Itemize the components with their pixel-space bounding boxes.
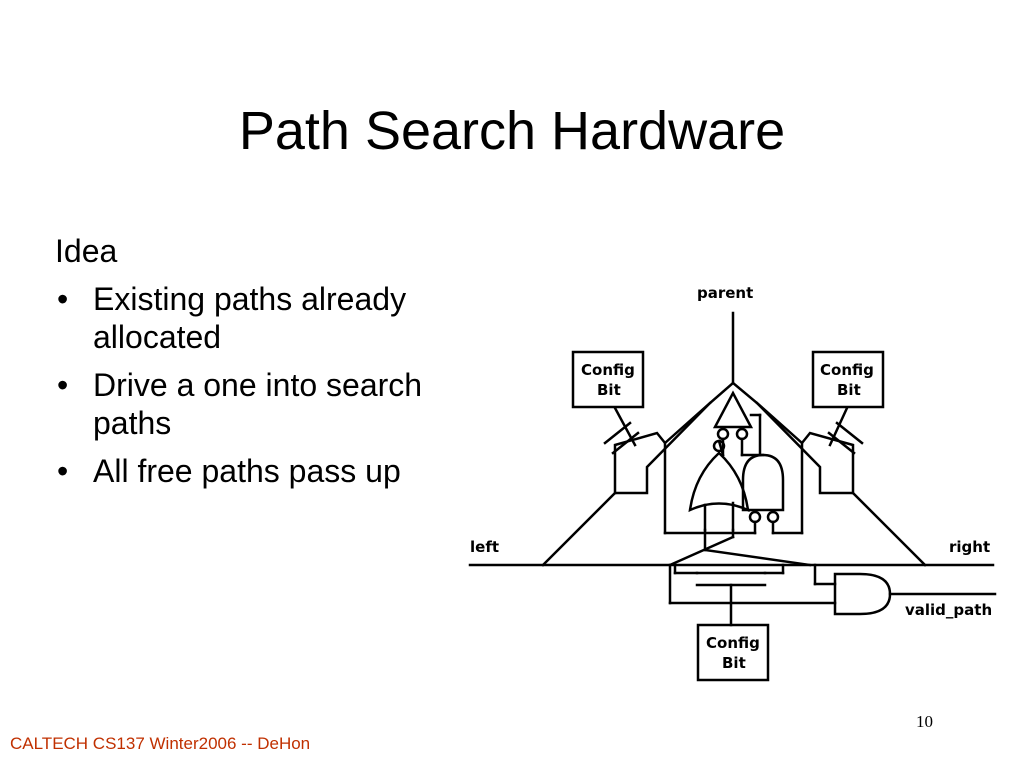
config-bit-label: Config xyxy=(706,634,760,652)
label-parent: parent xyxy=(697,284,753,302)
idea-heading: Idea xyxy=(55,233,118,269)
path-search-circuit-diagram: parent left right valid_path Config Bit … xyxy=(468,284,997,682)
bullet-text: Drive a one into search paths xyxy=(93,367,423,441)
bullet-item: • Drive a one into search paths xyxy=(55,366,455,442)
or-gate xyxy=(688,451,750,513)
config-bit-label: Config xyxy=(820,361,874,379)
bullet-item: • Existing paths already allocated xyxy=(55,280,455,356)
bullet-text: All free paths pass up xyxy=(93,453,401,489)
and-gate xyxy=(833,572,892,616)
bullet-list: • Existing paths already allocated • Dri… xyxy=(55,280,455,490)
config-bit-label: Bit xyxy=(597,381,621,399)
bullet-item: • All free paths pass up xyxy=(55,452,455,490)
config-bit-label: Bit xyxy=(722,654,746,672)
right-path-wire xyxy=(731,381,927,567)
bullet-dot-icon: • xyxy=(57,281,69,317)
switch-mark xyxy=(835,421,864,445)
inner-left-wire xyxy=(613,401,712,495)
nand-gate xyxy=(741,453,785,512)
config-right-link xyxy=(828,406,849,447)
inner-right-wire xyxy=(755,401,855,495)
left-path-wire xyxy=(541,381,735,567)
tristate-buffer xyxy=(712,390,754,429)
bullet-dot-icon: • xyxy=(57,367,69,403)
bullet-dot-icon: • xyxy=(57,453,69,489)
switch-mark xyxy=(827,431,856,455)
slide-title: Path Search Hardware xyxy=(238,101,786,161)
switch-mark xyxy=(611,431,640,455)
label-valid-path: valid_path xyxy=(905,601,992,619)
config-bit-box-top-right xyxy=(811,350,885,409)
config-bit-box-top-left xyxy=(571,350,645,409)
switch-mark xyxy=(603,421,632,445)
label-right: right xyxy=(949,538,990,556)
label-left: left xyxy=(470,538,499,556)
page-number: 10 xyxy=(916,712,933,731)
bullet-text: Existing paths already allocated xyxy=(93,281,407,355)
footer-credit: CALTECH CS137 Winter2006 -- DeHon xyxy=(10,734,311,753)
config-bit-box-bottom xyxy=(696,623,770,682)
config-bit-label: Config xyxy=(581,361,635,379)
config-bit-label: Bit xyxy=(837,381,861,399)
slide-body: Idea • Existing paths already allocated … xyxy=(55,232,455,500)
